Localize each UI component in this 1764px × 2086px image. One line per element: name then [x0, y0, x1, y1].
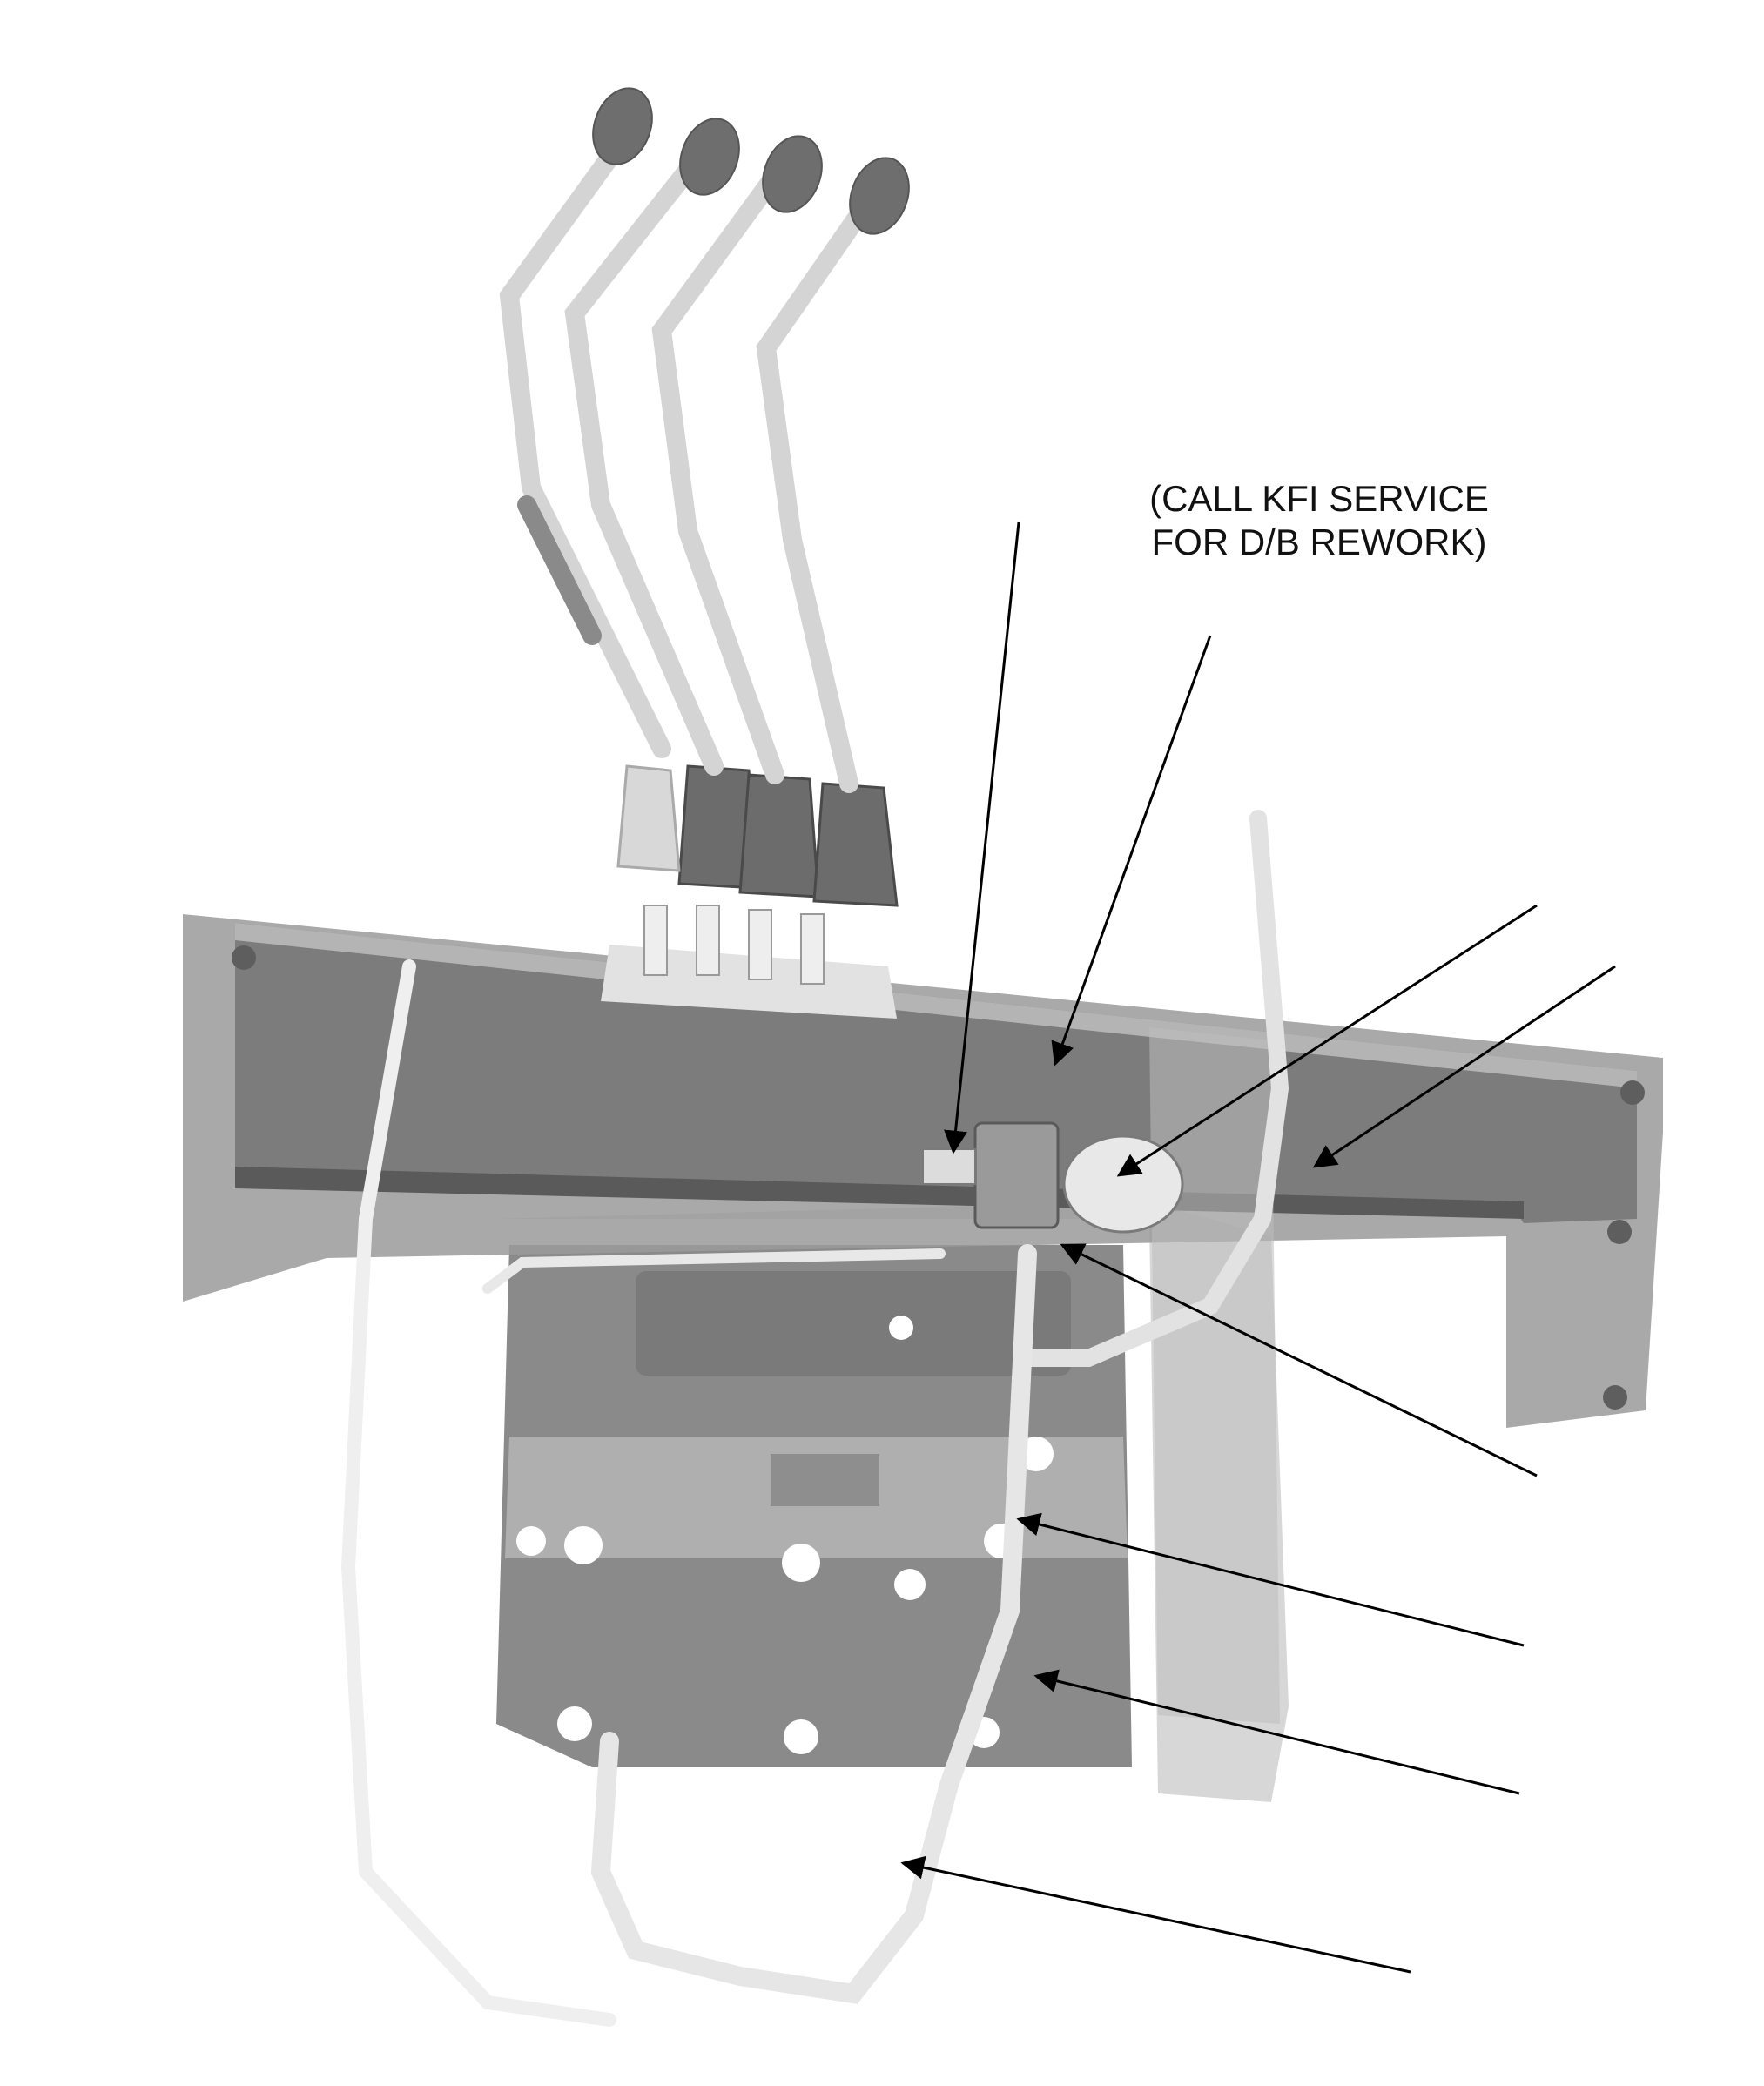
leader-line: [944, 522, 1020, 1154]
leader-lines: [900, 522, 1616, 1974]
service-note-line-1: (CALL KFI SERVICE: [1149, 478, 1489, 519]
valve-bank: [601, 905, 897, 1019]
leader-line: [1312, 965, 1616, 1168]
leader-line: [1060, 1243, 1538, 1477]
service-note-line-2: FOR D/B REWORK): [1151, 522, 1487, 562]
leader-line: [900, 1855, 1411, 1974]
mounting-plate: [492, 1201, 1289, 1802]
lever-grips: [592, 87, 910, 235]
hoses: [340, 810, 1289, 2027]
control-levers: [499, 112, 885, 793]
service-note: (CALL KFI SERVICE FOR D/B REWORK): [1067, 477, 1572, 564]
leader-line: [1116, 904, 1538, 1177]
lever-boots: [616, 764, 899, 907]
leader-line: [1051, 635, 1212, 1067]
plate-holes: [516, 1316, 1054, 1754]
leader-line: [1033, 1669, 1520, 1795]
brake-valve: [922, 1121, 1184, 1234]
leader-line: [1016, 1512, 1525, 1647]
